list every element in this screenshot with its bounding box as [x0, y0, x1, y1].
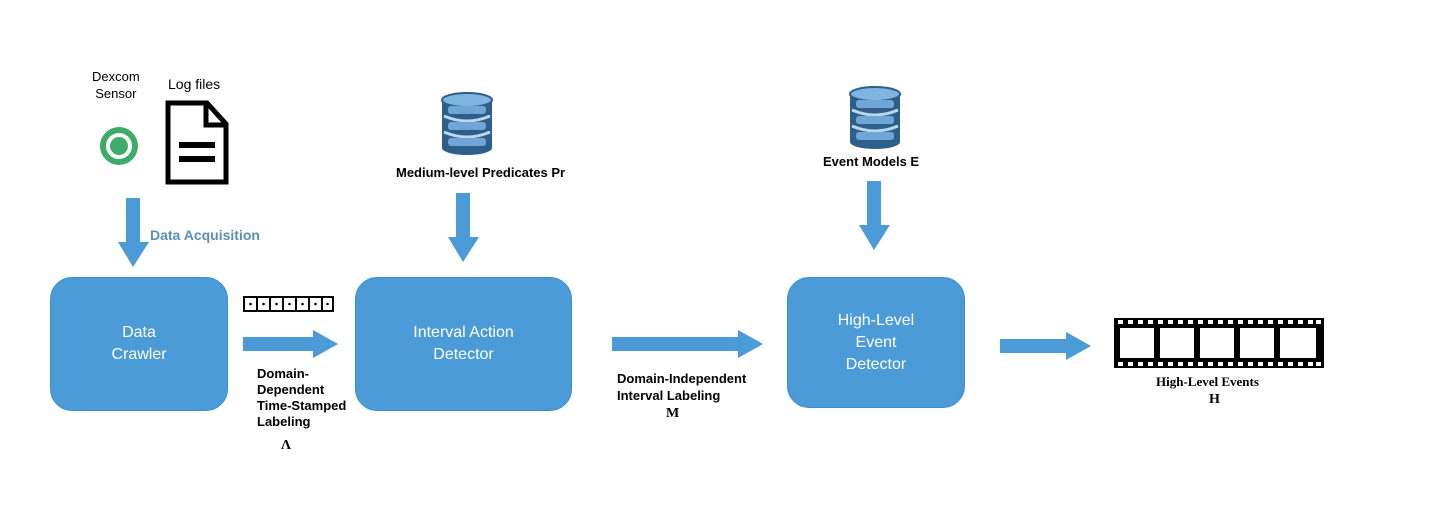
predicates-to-interval-arrow: [448, 193, 479, 262]
di-line2: Interval Labeling: [617, 388, 721, 403]
document-icon: [165, 100, 229, 185]
data-acquisition-arrow: [118, 198, 149, 267]
interval-label-line1: Interval Action: [413, 324, 514, 341]
dd-line2: Dependent: [257, 382, 325, 397]
domain-independent-label: Domain-Independent Interval Labeling: [617, 370, 746, 404]
dd-line3: Time-Stamped: [257, 398, 347, 413]
film-strip-icon: [1114, 318, 1324, 368]
lambda-symbol: Λ: [281, 438, 292, 453]
domain-dependent-label: Domain- Dependent Time-Stamped Labeling: [257, 366, 346, 430]
dd-line4: Labeling: [257, 414, 311, 429]
database-icon: [849, 86, 901, 149]
m-symbol: M: [666, 406, 680, 421]
hl-label-line3: Detector: [845, 355, 907, 373]
data-crawler-box: Data Crawler: [50, 277, 228, 411]
dexcom-sensor-icon: [100, 127, 138, 165]
interval-to-highlevel-arrow: [612, 330, 763, 358]
timestamp-sequence-icon: [243, 296, 334, 312]
database-icon: [441, 92, 493, 155]
data-acquisition-label: Data Acquisition: [150, 227, 260, 243]
dexcom-label-line2: Sensor: [95, 86, 137, 101]
crawler-label-line2: Crawler: [111, 346, 167, 363]
log-files-label: Log files: [168, 76, 221, 92]
interval-action-detector-box: Interval Action Detector: [355, 277, 572, 411]
hl-label-line1: High-Level: [837, 311, 915, 329]
dexcom-label-line1: Dexcom: [92, 69, 140, 84]
crawler-to-interval-arrow: [243, 330, 338, 358]
crawler-label-line1: Data: [122, 324, 156, 341]
event-models-label: Event Models E: [823, 154, 920, 169]
dd-line1: Domain-: [257, 366, 309, 381]
models-to-highlevel-arrow: [859, 181, 890, 250]
highlevel-to-output-arrow: [1000, 332, 1091, 360]
h-symbol: H: [1209, 392, 1220, 407]
high-level-events-label: High-Level Events: [1156, 374, 1259, 389]
di-line1: Domain-Independent: [617, 371, 747, 386]
interval-label-line2: Detector: [433, 346, 494, 363]
dexcom-sensor-label: Dexcom Sensor: [92, 68, 140, 102]
high-level-event-detector-box: High-Level Event Detector: [787, 277, 965, 408]
hl-label-line2: Event: [855, 333, 897, 351]
medium-predicates-label: Medium-level Predicates Pr: [396, 165, 566, 180]
